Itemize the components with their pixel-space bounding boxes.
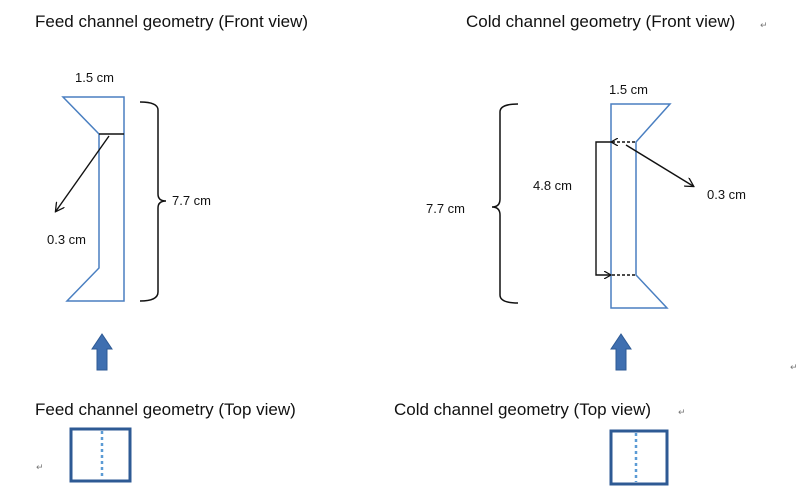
feed-height-brace: [139, 101, 167, 302]
cold-top-view-box: [609, 429, 669, 486]
cold-inner-length-label: 4.8 cm: [533, 178, 573, 193]
paragraph-mark: ↵: [790, 362, 798, 372]
feed-top-view-box: [69, 427, 132, 483]
cold-height-brace: [491, 103, 519, 304]
cold-channel-outline: [610, 103, 672, 309]
cold-up-arrow: [610, 333, 632, 371]
feed-channel-outline: [61, 96, 125, 302]
cold-front-view-title: Cold channel geometry (Front view): [466, 12, 736, 31]
cold-height-label: 7.7 cm: [426, 201, 466, 216]
cold-top-view-title: Cold channel geometry (Top view): [394, 400, 652, 419]
cold-inner-bracket: [595, 142, 611, 275]
feed-top-view-title: Feed channel geometry (Top view): [35, 400, 296, 419]
feed-height-label: 7.7 cm: [172, 193, 212, 208]
cold-width-label: 1.5 cm: [609, 82, 649, 97]
paragraph-mark: ↵: [760, 20, 768, 30]
cold-gap-label: 0.3 cm: [707, 187, 747, 202]
paragraph-mark: ↵: [678, 407, 686, 417]
feed-gap-arrow: [56, 135, 110, 211]
feed-gap-label: 0.3 cm: [47, 232, 87, 247]
feed-width-label: 1.5 cm: [75, 70, 115, 85]
feed-front-view-title: Feed channel geometry (Front view): [35, 12, 309, 31]
feed-up-arrow: [91, 333, 113, 371]
cold-gap-arrow: [625, 144, 693, 186]
paragraph-mark: ↵: [36, 462, 44, 472]
